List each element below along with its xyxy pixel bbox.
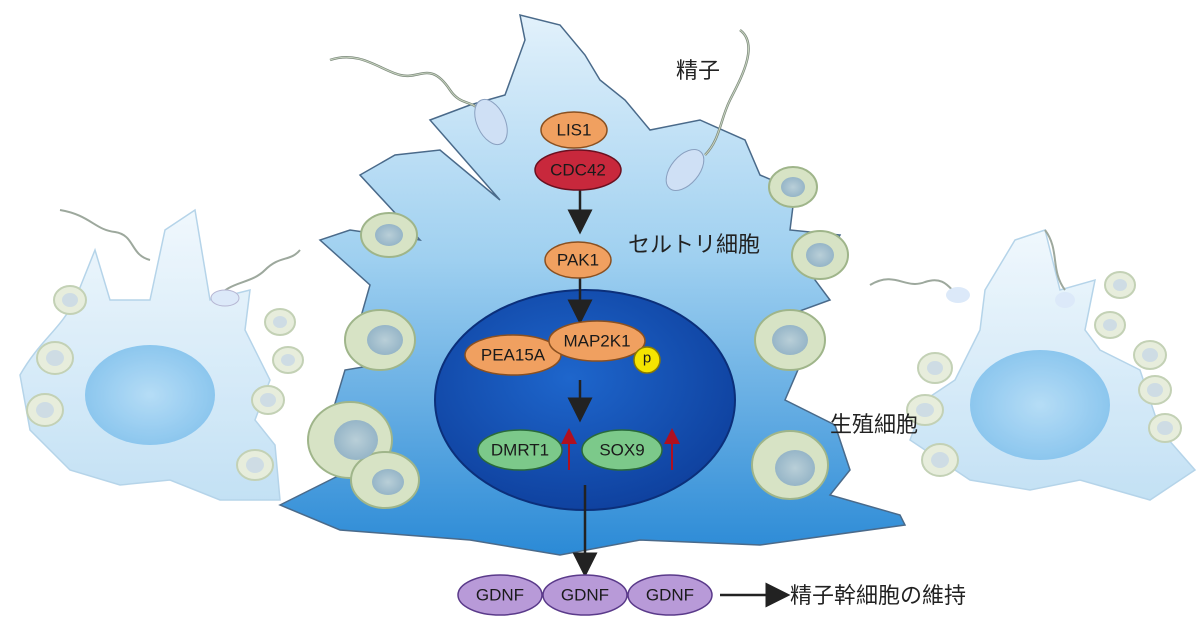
- germ-cell-label: 生殖細胞: [830, 413, 918, 438]
- lis1-label: LIS1: [557, 121, 592, 140]
- outcome-label: 精子幹細胞の維持: [790, 584, 966, 609]
- pathway-arrows: [567, 188, 791, 608]
- right-sertoli-cell: [869, 229, 1197, 501]
- protein-sox9: SOX9: [581, 429, 663, 471]
- gdnf-group: GDNF GDNF GDNF: [457, 574, 713, 616]
- phospho-group: p: [633, 346, 661, 374]
- germ-cells-cluster: [307, 166, 849, 509]
- dmrt1-label: DMRT1: [491, 441, 549, 460]
- protein-dmrt1: DMRT1: [477, 429, 563, 471]
- map2k1-label: MAP2K1: [563, 332, 630, 351]
- gdnf-label-3: GDNF: [646, 586, 694, 605]
- protein-lis1: LIS1: [540, 111, 608, 149]
- sperm-cells: [329, 29, 750, 191]
- phospho-label: p: [643, 350, 651, 367]
- protein-pea15a: PEA15A: [464, 334, 562, 376]
- gdnf-label-1: GDNF: [476, 586, 524, 605]
- gdnf-label-2: GDNF: [561, 586, 609, 605]
- protein-map2k1: MAP2K1: [548, 320, 646, 362]
- left-sertoli-cell: [19, 208, 304, 501]
- upregulation-arrows: [561, 428, 680, 470]
- pak1-label: PAK1: [557, 251, 599, 270]
- sox9-label: SOX9: [599, 441, 644, 460]
- protein-cdc42: CDC42: [534, 149, 622, 191]
- sperm-label: 精子: [676, 59, 720, 84]
- central-sertoli-cell: [278, 13, 907, 556]
- cdc42-label: CDC42: [550, 161, 606, 180]
- pea15a-label: PEA15A: [481, 346, 546, 365]
- protein-pak1: PAK1: [544, 241, 612, 279]
- sertoli-cell-label: セルトリ細胞: [628, 233, 760, 258]
